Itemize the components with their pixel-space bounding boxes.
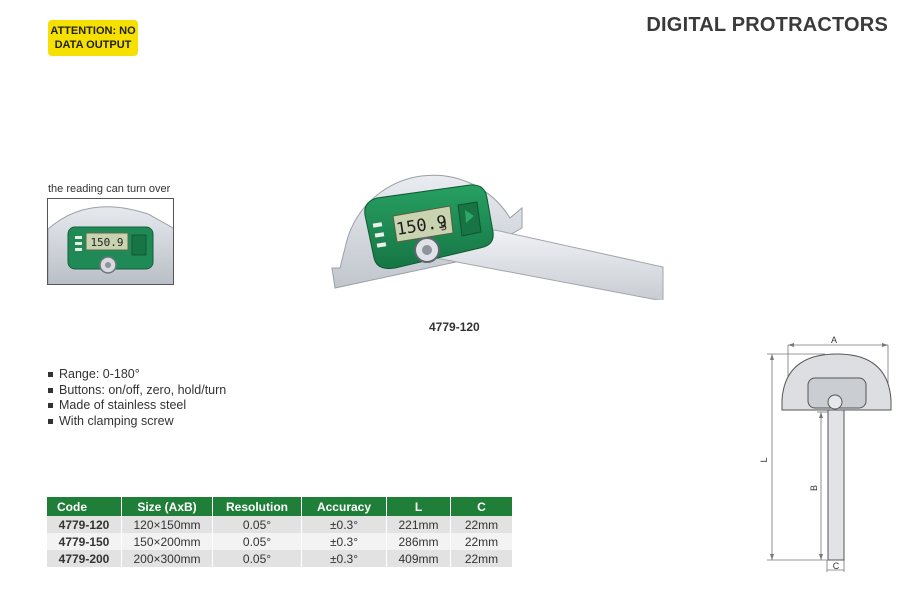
cell-c: 22mm bbox=[450, 516, 513, 533]
feature-item: Buttons: on/off, zero, hold/turn bbox=[48, 383, 226, 399]
inset-caption: the reading can turn over bbox=[48, 183, 171, 195]
cell-c: 22mm bbox=[450, 550, 513, 567]
feature-item: Made of stainless steel bbox=[48, 398, 226, 414]
protractor-photo: 150.9 5 bbox=[325, 150, 665, 302]
feature-item: With clamping screw bbox=[48, 414, 226, 430]
dimension-label-c: C bbox=[833, 561, 840, 571]
inverted-reading-illustration: 150.9 bbox=[48, 206, 173, 284]
dimension-label-l: L bbox=[759, 457, 769, 462]
col-header-resolution: Resolution bbox=[212, 497, 302, 516]
table-row: 4779-120 120×150mm 0.05° ±0.3° 221mm 22m… bbox=[47, 516, 513, 533]
cell-l: 221mm bbox=[386, 516, 451, 533]
dimension-diagram: A L B C bbox=[759, 335, 892, 572]
cell-code: 4779-120 bbox=[47, 516, 122, 533]
cell-code: 4779-150 bbox=[47, 533, 122, 550]
spec-table-header: Code Size (AxB) Resolution Accuracy L C bbox=[47, 497, 513, 516]
cell-size: 150×200mm bbox=[121, 533, 213, 550]
dimension-drawing: A L B C bbox=[755, 330, 895, 575]
cell-code: 4779-200 bbox=[47, 550, 122, 567]
col-header-accuracy: Accuracy bbox=[301, 497, 387, 516]
dimension-label-b: B bbox=[809, 485, 819, 491]
col-header-size: Size (AxB) bbox=[121, 497, 213, 516]
feature-item: Range: 0-180° bbox=[48, 367, 226, 383]
page-title: DIGITAL PROTRACTORS bbox=[646, 14, 888, 36]
cell-size: 200×300mm bbox=[121, 550, 213, 567]
lcd-suffix: 5 bbox=[439, 220, 448, 234]
badge-line-2: DATA OUTPUT bbox=[54, 39, 132, 51]
cell-accuracy: ±0.3° bbox=[301, 533, 387, 550]
feature-list: Range: 0-180° Buttons: on/off, zero, hol… bbox=[48, 367, 226, 429]
model-caption: 4779-120 bbox=[429, 320, 480, 334]
cell-resolution: 0.05° bbox=[212, 533, 302, 550]
cell-size: 120×150mm bbox=[121, 516, 213, 533]
col-header-c: C bbox=[450, 497, 513, 516]
col-header-l: L bbox=[386, 497, 451, 516]
cell-accuracy: ±0.3° bbox=[301, 516, 387, 533]
dimension-label-a: A bbox=[831, 335, 837, 345]
cell-accuracy: ±0.3° bbox=[301, 550, 387, 567]
cell-resolution: 0.05° bbox=[212, 516, 302, 533]
spec-table: Code Size (AxB) Resolution Accuracy L C … bbox=[47, 497, 513, 567]
cell-l: 409mm bbox=[386, 550, 451, 567]
cell-l: 286mm bbox=[386, 533, 451, 550]
badge-line-1: ATTENTION: NO bbox=[50, 25, 136, 37]
table-row: 4779-200 200×300mm 0.05° ±0.3° 409mm 22m… bbox=[47, 550, 513, 567]
col-header-code: Code bbox=[47, 497, 122, 516]
inset-image: 150.9 bbox=[47, 198, 174, 285]
attention-badge: ATTENTION: NO DATA OUTPUT bbox=[48, 20, 138, 56]
table-row: 4779-150 150×200mm 0.05° ±0.3° 286mm 22m… bbox=[47, 533, 513, 550]
cell-resolution: 0.05° bbox=[212, 550, 302, 567]
cell-c: 22mm bbox=[450, 533, 513, 550]
protractor-illustration: 150.9 5 bbox=[331, 174, 664, 302]
inset-lcd-value: 150.9 bbox=[90, 236, 123, 249]
